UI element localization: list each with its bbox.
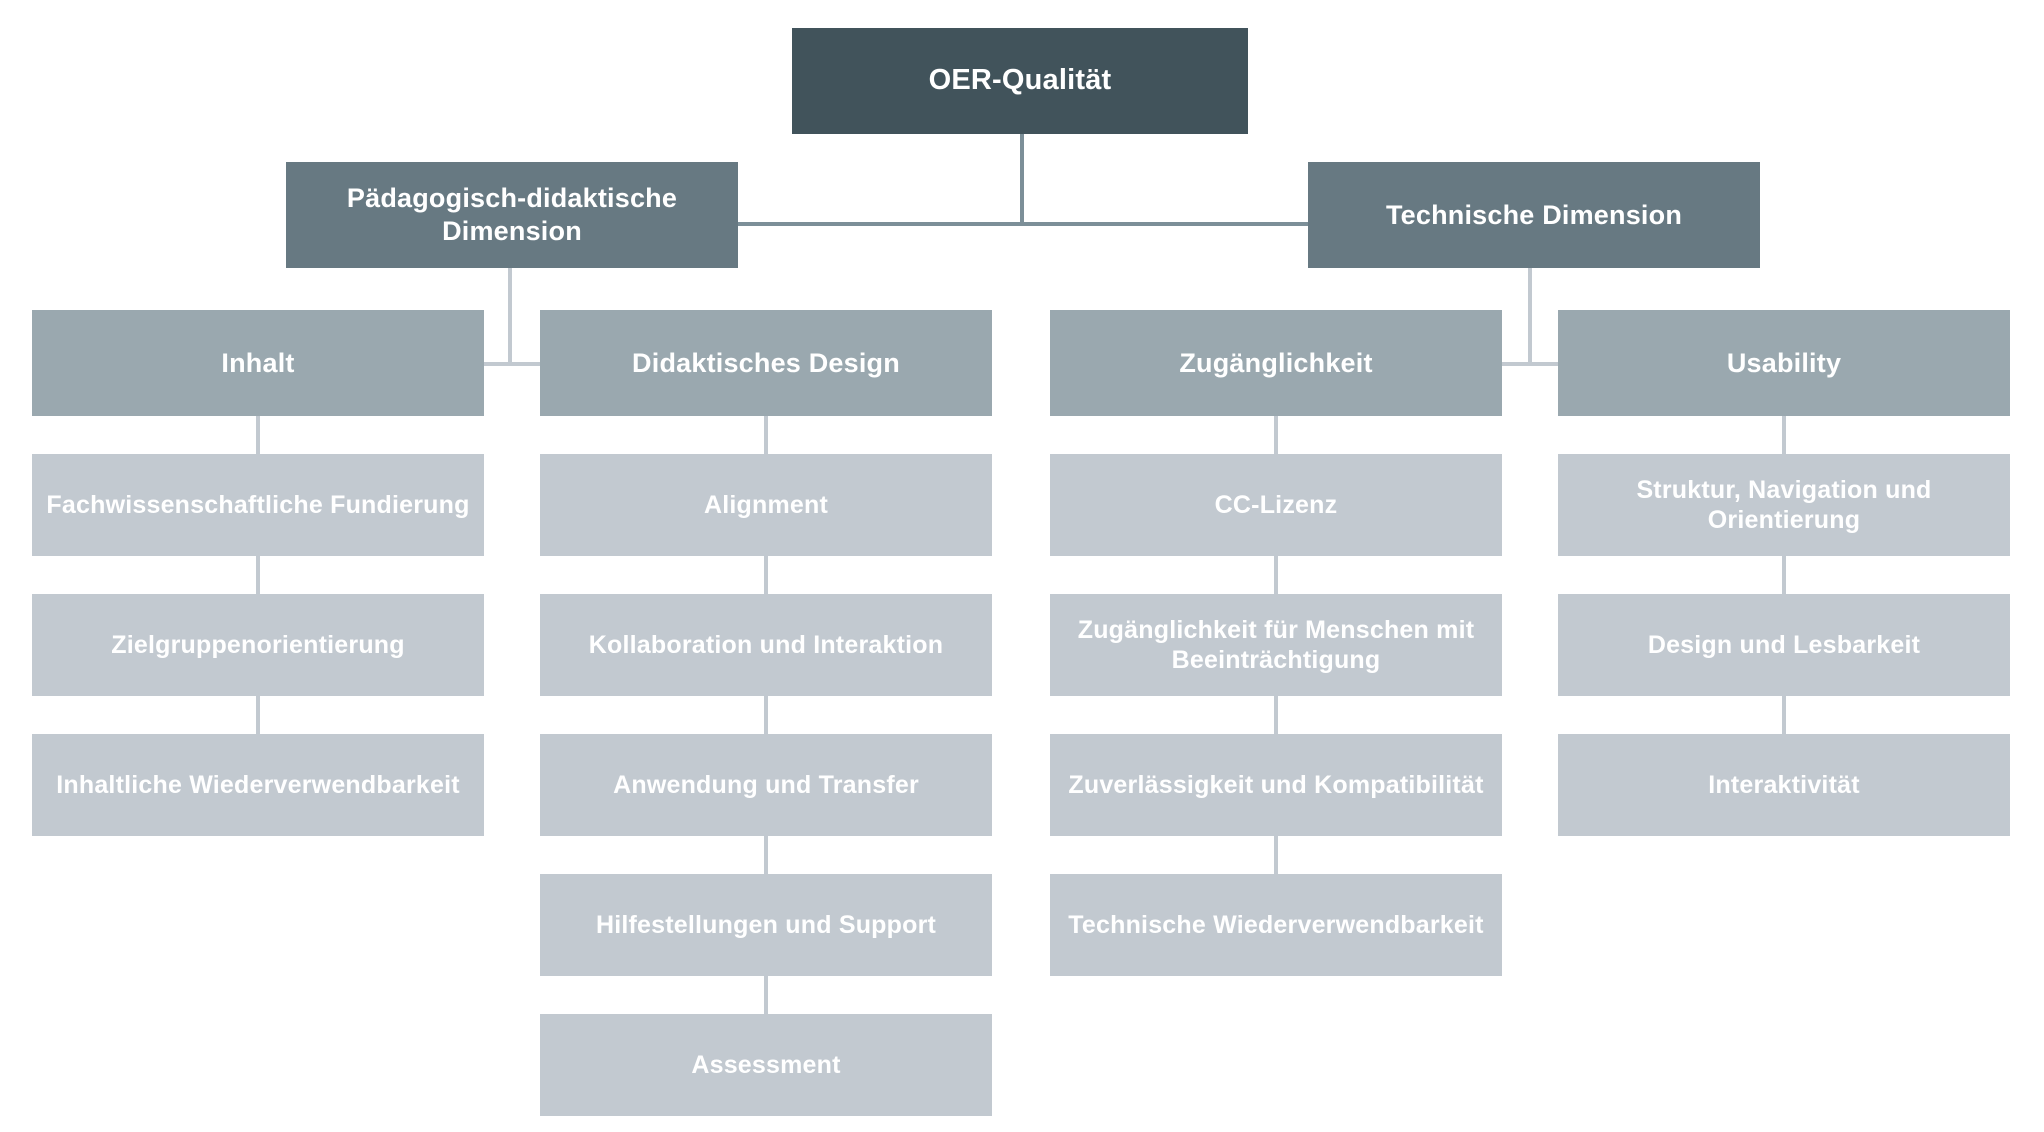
leaf-cc-lizenz[interactable]: CC-Lizenz: [1050, 454, 1502, 556]
connector-didaktik-3: [764, 696, 768, 734]
leaf-alignment[interactable]: Alignment: [540, 454, 992, 556]
connector-didaktik-5: [764, 976, 768, 1014]
leaf-assessment[interactable]: Assessment: [540, 1014, 992, 1116]
leaf-zuverlaessigkeit-und-kompatibilitaet[interactable]: Zuverlässigkeit und Kompatibilität: [1050, 734, 1502, 836]
connector-zugaenglichkeit-3: [1274, 696, 1278, 734]
leaf-zielgruppenorientierung[interactable]: Zielgruppenorientierung: [32, 594, 484, 696]
leaf-inhaltliche-wiederverwendbarkeit[interactable]: Inhaltliche Wiederverwendbarkeit: [32, 734, 484, 836]
node-technische-dimension[interactable]: Technische Dimension: [1308, 162, 1760, 268]
connector-inhalt-1: [256, 416, 260, 454]
connector-didaktik-2: [764, 556, 768, 594]
leaf-hilfestellungen-und-support[interactable]: Hilfestellungen und Support: [540, 874, 992, 976]
connector-technical-vertical: [1528, 268, 1532, 364]
leaf-interaktivitaet[interactable]: Interaktivität: [1558, 734, 2010, 836]
connector-usability-2: [1782, 556, 1786, 594]
connector-pedagogical-category-bus: [334, 362, 684, 366]
connector-root-vertical: [1020, 134, 1024, 224]
connector-dimension-bus: [738, 222, 1308, 226]
connector-technical-category-bus: [1354, 362, 1704, 366]
connector-inhalt-2: [256, 556, 260, 594]
leaf-zugaenglichkeit-fuer-menschen-mit-beeintraechtigung[interactable]: Zugänglichkeit für Menschen mit Beeinträ…: [1050, 594, 1502, 696]
node-paedagogisch-didaktische-dimension[interactable]: Pädagogisch-didaktische Dimension: [286, 162, 738, 268]
connector-usability-1: [1782, 416, 1786, 454]
leaf-design-und-lesbarkeit[interactable]: Design und Lesbarkeit: [1558, 594, 2010, 696]
node-oer-qualitaet[interactable]: OER-Qualität: [792, 28, 1248, 134]
leaf-kollaboration-und-interaktion[interactable]: Kollaboration und Interaktion: [540, 594, 992, 696]
leaf-anwendung-und-transfer[interactable]: Anwendung und Transfer: [540, 734, 992, 836]
connector-didaktik-1: [764, 416, 768, 454]
node-zugaenglichkeit[interactable]: Zugänglichkeit: [1050, 310, 1502, 416]
connector-zugaenglichkeit-1: [1274, 416, 1278, 454]
leaf-struktur-navigation-und-orientierung[interactable]: Struktur, Navigation und Orientierung: [1558, 454, 2010, 556]
connector-inhalt-3: [256, 696, 260, 734]
node-inhalt[interactable]: Inhalt: [32, 310, 484, 416]
node-didaktisches-design[interactable]: Didaktisches Design: [540, 310, 992, 416]
connector-didaktik-4: [764, 836, 768, 874]
leaf-fachwissenschaftliche-fundierung[interactable]: Fachwissenschaftliche Fundierung: [32, 454, 484, 556]
connector-zugaenglichkeit-2: [1274, 556, 1278, 594]
leaf-technische-wiederverwendbarkeit[interactable]: Technische Wiederverwendbarkeit: [1050, 874, 1502, 976]
connector-pedagogical-vertical: [508, 268, 512, 364]
connector-usability-3: [1782, 696, 1786, 734]
node-usability[interactable]: Usability: [1558, 310, 2010, 416]
connector-zugaenglichkeit-4: [1274, 836, 1278, 874]
